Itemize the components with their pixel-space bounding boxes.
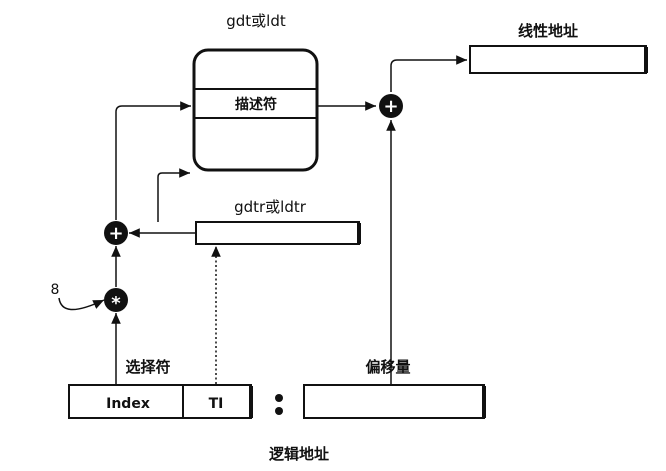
multiply-circle [104,288,128,312]
right-plus-symbol: + [383,96,398,117]
gdtr-ldtr-register [195,221,360,245]
linear-address-label: 线性地址 [518,22,578,40]
left-plus-circle [104,221,128,245]
selector-label: 选择符 [125,358,170,376]
descriptor-label: 描述符 [235,96,277,113]
gdtr-to-table-arrow [157,168,190,222]
colon-dot-bottom [275,407,283,415]
gdtr-ldtr-label: gdtr或ldtr [234,198,307,216]
plus-to-linear-address-arrow [390,55,467,92]
multiply-operator: * [104,288,128,314]
left-plus-symbol: + [108,223,123,244]
ti-field: TI [209,396,224,412]
gdt-ldt-label: gdt或ldt [226,12,286,30]
offset-box [303,384,485,419]
selector-box [68,384,252,419]
colon-dot-top [275,394,283,402]
right-plus-circle [379,94,403,118]
logical-address-label: 逻辑地址 [269,445,329,463]
multiply-symbol: * [111,293,121,314]
plus-to-descriptor-arrow [115,101,191,220]
eight-to-multiply-arrow [58,297,105,311]
right-plus-operator: + [379,94,403,118]
left-plus-operator: + [104,221,128,245]
constant-eight-label: 8 [51,282,60,298]
linear-address-box [469,45,647,74]
index-field: Index [106,396,150,412]
offset-label: 偏移量 [365,358,410,376]
gdt-ldt-table [192,48,319,172]
